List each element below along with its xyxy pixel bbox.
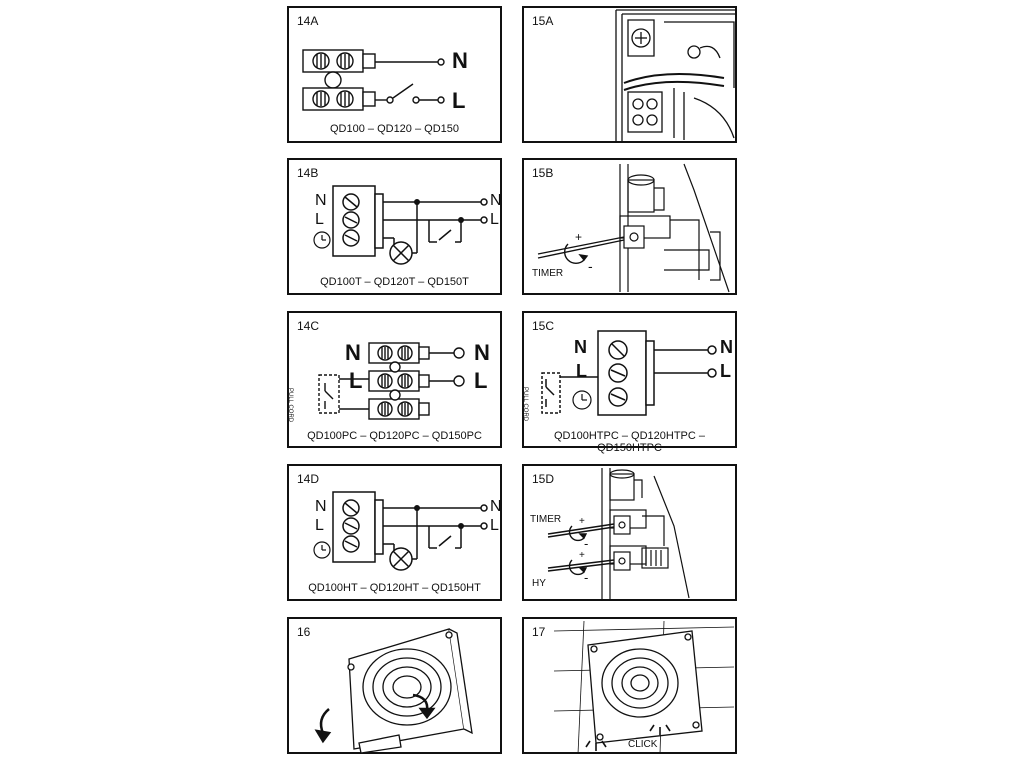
panel-15c-caption: QD100HTPC – QD120HTPC – QD150HTPC — [554, 430, 705, 454]
rotate-arrow-left-icon — [314, 708, 332, 744]
installation-illustration-15a — [615, 9, 737, 143]
wiring-diagram-14a — [302, 49, 445, 111]
label-hy: HY — [532, 578, 546, 589]
label-n-right: N — [474, 340, 490, 365]
panel-15a-title: 15A — [532, 14, 554, 28]
panel-14b: 14B N L N — [287, 158, 502, 295]
panel-15a: 15A — [522, 6, 737, 143]
label-hy-plus: + — [579, 550, 585, 561]
label-n-left: N — [345, 340, 361, 365]
label-timer-plus: + — [579, 516, 585, 527]
panel-15c-title: 15C — [532, 319, 555, 333]
panel-15b: 15B + - TIMER — [522, 158, 737, 295]
label-n-right: N — [490, 192, 502, 209]
panel-17-title: 17 — [532, 625, 546, 639]
label-n-right: N — [720, 337, 733, 357]
wiring-diagram-15c — [541, 330, 717, 416]
panel-16: 16 — [287, 617, 502, 754]
clock-icon — [313, 541, 331, 559]
label-l-left: L — [315, 211, 324, 228]
panel-14c-title: 14C — [297, 319, 320, 333]
label-pull-cord: PULL CORD — [522, 387, 528, 422]
panel-15d: 15D TIMER + - + - HY — [522, 464, 737, 601]
timer-humidity-adjustment-illustration — [547, 468, 690, 601]
panel-16-title: 16 — [297, 625, 311, 639]
label-pull-cord: PULL CORD — [287, 388, 293, 423]
label-plus: + — [575, 230, 583, 244]
wiring-diagram-14d — [313, 491, 488, 571]
cover-click-illustration-17 — [553, 620, 735, 755]
panel-15c: 15C PULL CORD N L N L QD100HTPC – QD120H… — [522, 311, 737, 454]
clock-icon — [572, 390, 592, 410]
label-l: L — [452, 88, 466, 113]
panel-14a: 14A N L QD100 – QD120 – QD150 — [287, 6, 502, 143]
label-click: CLICK — [628, 739, 658, 750]
panel-14c-caption: QD100PC – QD120PC – QD150PC — [307, 430, 482, 442]
label-timer: TIMER — [530, 514, 562, 525]
panel-14c: 14C PULL CORD N L N L QD100PC – QD120PC — [287, 311, 502, 448]
panel-14a-title: 14A — [297, 14, 319, 28]
clock-icon — [313, 231, 331, 249]
panel-14d: 14D N L N — [287, 464, 502, 601]
label-l-right: L — [474, 368, 488, 393]
label-l-right: L — [490, 211, 499, 228]
panel-15b-title: 15B — [532, 166, 554, 180]
wiring-diagram-14b — [313, 185, 488, 265]
panel-14d-title: 14D — [297, 472, 320, 486]
cover-fitting-illustration-16 — [314, 628, 473, 754]
panel-17: 17 CLICK — [522, 617, 737, 755]
wiring-diagram-14c — [318, 342, 465, 420]
label-n-left: N — [315, 498, 327, 515]
label-l-left: L — [349, 368, 363, 393]
click-marks-icon — [585, 724, 671, 751]
label-n: N — [452, 48, 468, 73]
panel-14a-caption: QD100 – QD120 – QD150 — [329, 123, 460, 135]
label-timer: TIMER — [532, 268, 564, 279]
timer-adjustment-illustration — [537, 163, 730, 293]
label-l-left: L — [576, 361, 587, 381]
panel-14b-title: 14B — [297, 166, 319, 180]
label-minus: - — [588, 258, 593, 274]
panel-15d-title: 15D — [532, 472, 555, 486]
panel-14b-caption: QD100T – QD120T – QD150T — [320, 276, 469, 288]
label-n-right: N — [490, 498, 502, 515]
label-hy-minus: - — [584, 570, 589, 585]
label-l-right: L — [720, 361, 731, 381]
label-n-left: N — [315, 192, 327, 209]
label-n-left: N — [574, 337, 587, 357]
panel-14d-caption: QD100HT – QD120HT – QD150HT — [308, 582, 481, 594]
label-l-left: L — [315, 517, 324, 534]
rotate-arrow-right-icon — [412, 693, 436, 720]
label-timer-minus: - — [584, 536, 589, 551]
label-l-right: L — [490, 517, 499, 534]
